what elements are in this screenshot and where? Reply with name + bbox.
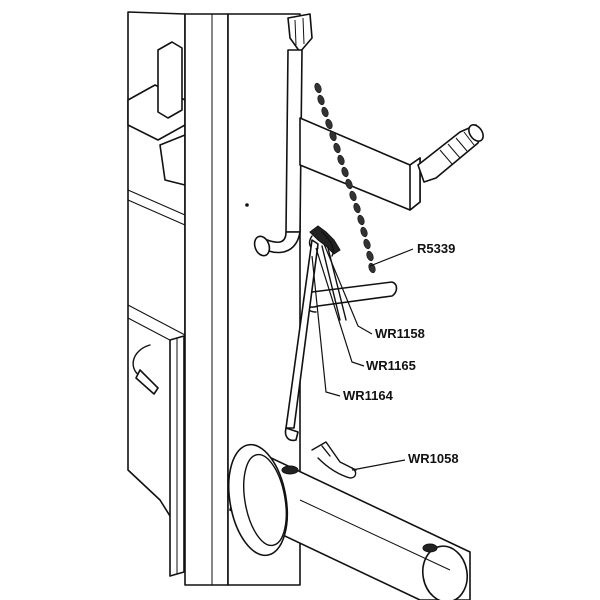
leader-wr1165	[315, 247, 365, 367]
clip-wr1058	[311, 441, 357, 479]
release-rods	[284, 239, 347, 442]
pivot-arm	[299, 117, 421, 211]
lift-rod	[253, 13, 313, 257]
post-hole	[245, 203, 249, 207]
edge-strip	[169, 335, 185, 577]
callout-wr1164: WR1164	[343, 388, 393, 403]
side-latch	[132, 344, 159, 395]
spring-clip-assembly	[308, 225, 341, 257]
tube-hole-end	[422, 543, 438, 553]
main-upright-post	[184, 13, 301, 586]
callout-wr1058: WR1058	[408, 451, 459, 466]
leader-wr1164	[311, 255, 341, 397]
tube-hole-top	[281, 465, 299, 475]
callout-wr1165: WR1165	[366, 358, 416, 373]
lower-tube	[227, 443, 471, 600]
leader-wr1058	[351, 459, 406, 471]
grip-handle	[417, 124, 484, 183]
upper-bracket	[127, 41, 186, 186]
leader-wr1158	[323, 243, 373, 335]
callout-wr1158: WR1158	[375, 326, 425, 341]
leader-r5339	[369, 248, 414, 267]
callout-r5339: R5339	[417, 241, 456, 256]
